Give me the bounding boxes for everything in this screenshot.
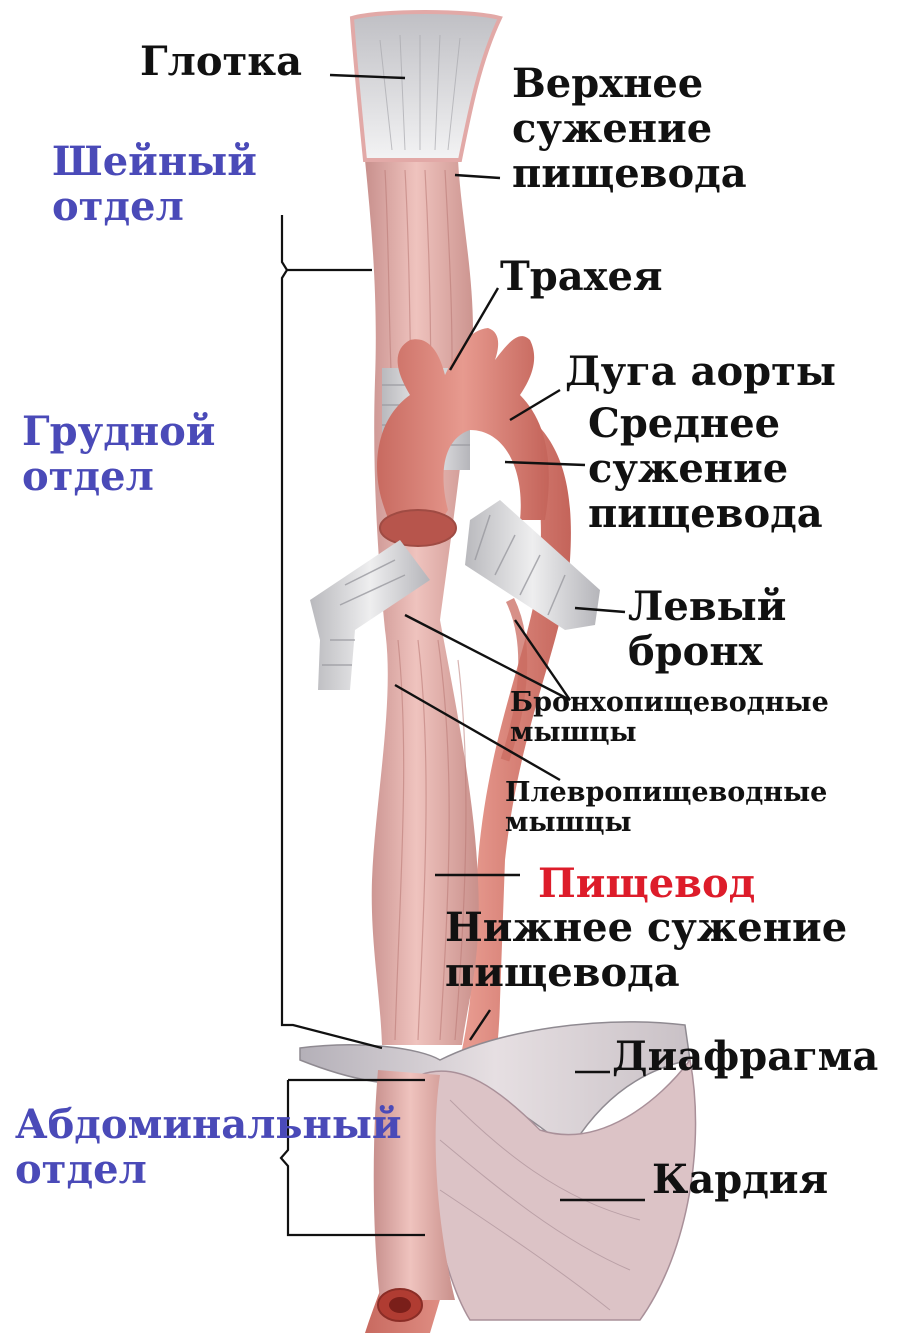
label-bronchoesophageal: Бронхопищеводные мышцы — [510, 688, 829, 748]
label-bronchoesophageal-line-2: мышцы — [510, 718, 829, 748]
section-cervical: Шейный отдел — [52, 140, 257, 230]
section-thoracic-line-1: Грудной — [22, 410, 215, 455]
section-thoracic: Грудной отдел — [22, 410, 215, 500]
label-diaphragm: Диафрагма — [612, 1035, 878, 1080]
label-bronchoesophageal-line-1: Бронхопищеводные — [510, 688, 829, 718]
label-cardia: Кардия — [652, 1158, 828, 1203]
section-cervical-line-2: отдел — [52, 185, 257, 230]
label-pleuroesophageal-line-2: мышцы — [505, 808, 827, 838]
label-pleuroesophageal: Плевропищеводные мышцы — [505, 778, 827, 838]
label-upper-narrowing-line-2: сужение — [512, 107, 747, 152]
section-abdominal: Абдоминальный отдел — [15, 1103, 402, 1193]
section-abdominal-line-2: отдел — [15, 1148, 402, 1193]
label-aortic-arch: Дуга аорты — [565, 350, 836, 395]
label-middle-narrowing: Среднее сужение пищевода — [588, 402, 823, 536]
pharynx-shape — [352, 12, 500, 160]
label-esophagus: Пищевод — [538, 862, 755, 907]
section-abdominal-line-1: Абдоминальный — [15, 1103, 402, 1148]
label-pharynx: Глотка — [140, 40, 302, 85]
label-upper-narrowing: Верхнее сужение пищевода — [512, 62, 747, 196]
section-thoracic-line-2: отдел — [22, 455, 215, 500]
label-left-bronchus: Левый бронх — [628, 585, 786, 675]
label-middle-narrowing-line-3: пищевода — [588, 492, 823, 537]
label-middle-narrowing-line-2: сужение — [588, 447, 823, 492]
label-upper-narrowing-line-1: Верхнее — [512, 62, 747, 107]
label-left-bronchus-line-1: Левый — [628, 585, 786, 630]
label-trachea: Трахея — [500, 255, 663, 300]
label-lower-narrowing-line-2: пищевода — [445, 951, 847, 996]
aortic-root — [380, 510, 456, 546]
label-middle-narrowing-line-1: Среднее — [588, 402, 823, 447]
label-lower-narrowing: Нижнее сужение пищевода — [445, 906, 847, 996]
label-left-bronchus-line-2: бронх — [628, 630, 786, 675]
label-upper-narrowing-line-3: пищевода — [512, 152, 747, 197]
section-cervical-line-1: Шейный — [52, 140, 257, 185]
aortic-arch-shape — [377, 328, 549, 534]
label-pleuroesophageal-line-1: Плевропищеводные — [505, 778, 827, 808]
label-lower-narrowing-line-1: Нижнее сужение — [445, 906, 847, 951]
